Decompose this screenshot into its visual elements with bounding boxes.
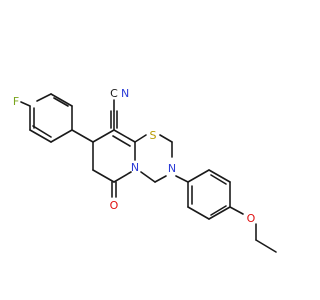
bond xyxy=(140,171,156,183)
fluorine-label: F xyxy=(13,95,19,108)
bond xyxy=(32,125,52,138)
molecule-structure-diagram: C N S F N N O O xyxy=(13,87,277,253)
bond xyxy=(113,129,136,143)
bond xyxy=(113,171,132,183)
bond xyxy=(20,101,31,107)
bond xyxy=(36,93,52,102)
ring-nitrogen-label: N xyxy=(131,161,139,174)
sulfur-label: S xyxy=(150,129,157,142)
bond xyxy=(92,129,115,143)
bond xyxy=(210,205,227,216)
amine-nitrogen-label: N xyxy=(168,162,176,175)
bond xyxy=(53,97,69,107)
bond-lines xyxy=(20,93,277,253)
bond xyxy=(229,206,244,215)
bond xyxy=(50,93,73,107)
atom-labels: C N S F N N O O xyxy=(13,87,256,225)
bond xyxy=(154,175,167,183)
molecule-svg: C N S F N N O O xyxy=(13,87,277,253)
bond xyxy=(187,206,210,220)
bond xyxy=(134,134,147,143)
bond xyxy=(29,129,52,143)
ether-oxygen-label: O xyxy=(247,212,256,225)
nitrile-nitrogen-label: N xyxy=(121,87,129,100)
nitrile-carbon-label: C xyxy=(110,87,118,100)
bond xyxy=(159,134,173,143)
bond xyxy=(208,206,231,220)
bond xyxy=(208,169,231,183)
bond xyxy=(255,239,277,253)
carbonyl-oxygen-label: O xyxy=(110,199,119,212)
bond xyxy=(71,129,94,143)
bond xyxy=(92,169,115,183)
bond xyxy=(187,169,210,183)
bond xyxy=(175,175,189,183)
bond xyxy=(50,129,73,143)
bond xyxy=(112,135,131,147)
bond xyxy=(210,174,227,185)
